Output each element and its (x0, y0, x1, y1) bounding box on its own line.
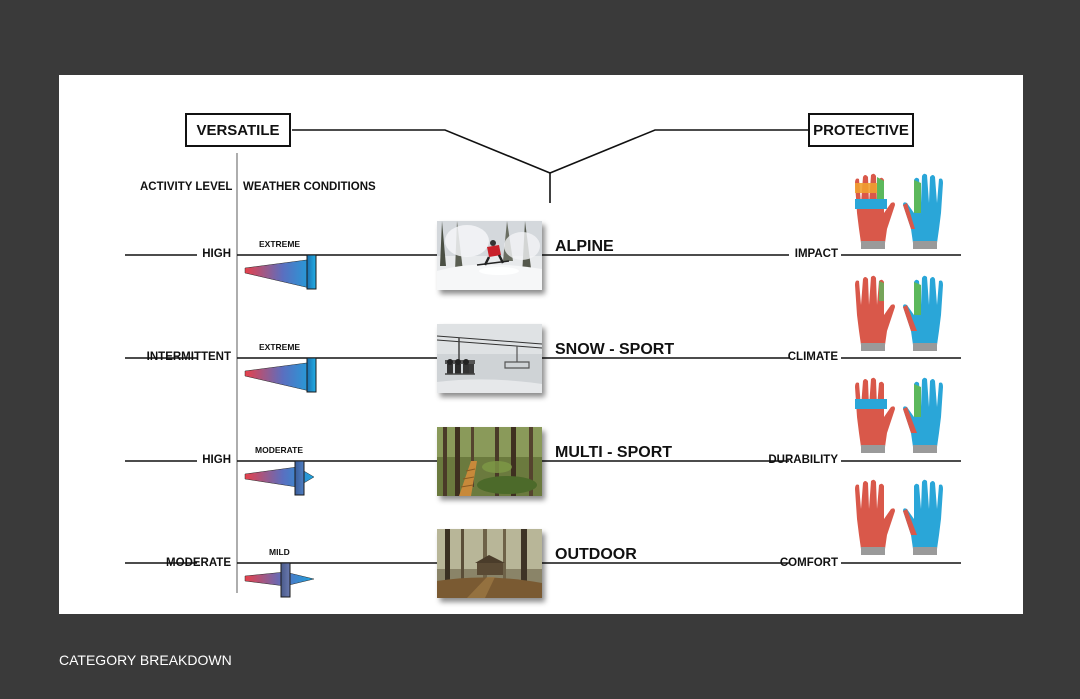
row-lines (125, 254, 961, 564)
protection-value: DURABILITY (768, 454, 838, 466)
weather-level-marker (294, 460, 305, 496)
scale-connector-line (292, 129, 809, 174)
category-name: ALPINE (555, 238, 614, 255)
weather-level-marker (306, 254, 317, 290)
weather-condition-value: MODERATE (255, 445, 304, 455)
glove-pair-icon (855, 479, 943, 555)
category-name: OUTDOOR (555, 546, 637, 563)
weather-gradient-wedge (244, 571, 315, 587)
diagram-lines (125, 129, 961, 598)
weather-condition-value: EXTREME (259, 342, 301, 352)
category-name: MULTI - SPORT (555, 444, 673, 461)
weather-conditions-header: WEATHER CONDITIONS (243, 181, 376, 193)
protection-value: CLIMATE (787, 351, 838, 363)
page-caption: CATEGORY BREAKDOWN (59, 652, 232, 668)
activity-level-header: ACTIVITY LEVEL (140, 181, 233, 193)
versatile-label: VERSATILE (185, 113, 291, 147)
snow-sport-photo (437, 324, 542, 393)
protection-value: COMFORT (779, 557, 838, 569)
activity-level-value: HIGH (202, 248, 231, 260)
weather-gradient-wedge (244, 361, 315, 393)
activity-level-value: MODERATE (166, 557, 231, 569)
multi-sport-photo (437, 427, 542, 496)
weather-gradient-wedge (244, 258, 315, 290)
weather-level-marker (280, 562, 291, 598)
protection-value: IMPACT (794, 248, 838, 260)
glove-pair-icon (855, 173, 943, 249)
weather-condition-value: MILD (269, 547, 290, 557)
weather-wedges (244, 254, 317, 598)
alpine-photo (437, 221, 542, 290)
activity-level-value: INTERMITTENT (146, 351, 231, 363)
protective-label: PROTECTIVE (808, 113, 914, 147)
weather-level-marker (306, 357, 317, 393)
outdoor-photo (437, 529, 542, 598)
weather-condition-value: EXTREME (259, 239, 301, 249)
glove-pair-icon (855, 377, 943, 453)
category-name: SNOW - SPORT (555, 341, 675, 358)
diagram-panel: VERSATILE PROTECTIVE ACTIVITY LEVEL WEAT… (59, 75, 1023, 614)
activity-level-value: HIGH (202, 454, 231, 466)
glove-pair-icon (855, 275, 943, 351)
